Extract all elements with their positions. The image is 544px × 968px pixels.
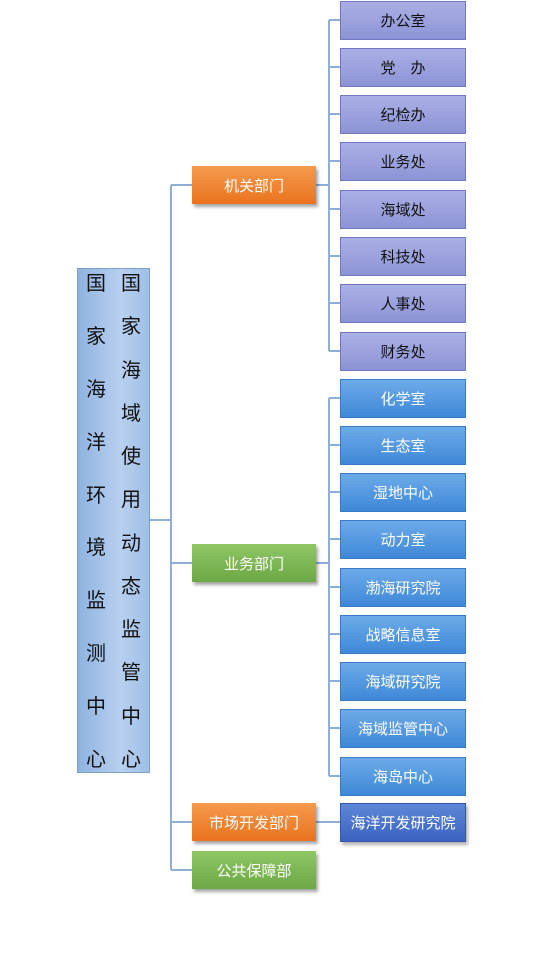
root-left-label: 国家海洋环境监测中心 (78, 273, 114, 769)
root-label-char: 海 (121, 357, 141, 382)
office-node: 纪检办 (340, 95, 466, 134)
dept-yewu: 业务部门 (192, 544, 316, 582)
office-node: 人事处 (340, 284, 466, 323)
root-label-char: 监 (121, 617, 141, 642)
dept-market: 市场开发部门 (192, 803, 316, 841)
office-node: 财务处 (340, 332, 466, 371)
unit-node: 湿地中心 (340, 473, 466, 512)
office-node: 党 办 (340, 48, 466, 87)
unit-node: 战略信息室 (340, 615, 466, 654)
unit-node: 化学室 (340, 379, 466, 418)
office-node: 海域处 (340, 190, 466, 229)
unit-node: 海岛中心 (340, 757, 466, 796)
root-label-char: 国 (121, 271, 141, 295)
root-label-char: 监 (86, 588, 106, 613)
root-label-char: 洋 (86, 429, 106, 454)
root-label-char: 用 (121, 487, 141, 512)
root-label-char: 态 (121, 573, 141, 598)
root-label-char: 心 (121, 746, 141, 771)
root-label-char: 中 (121, 703, 141, 728)
unit-node: 海域研究院 (340, 662, 466, 701)
root-label-char: 国 (86, 271, 106, 295)
root-label-char: 域 (121, 400, 141, 425)
root-label-char: 心 (86, 746, 106, 771)
root-node: 国家海洋环境监测中心 国家海域使用动态监管中心 (77, 268, 150, 773)
dept-public: 公共保障部 (192, 851, 316, 889)
office-node: 科技处 (340, 237, 466, 276)
root-label-char: 中 (86, 694, 106, 718)
unit-node: 动力室 (340, 520, 466, 559)
root-label-char: 家 (121, 314, 141, 339)
market-unit-node: 海洋开发研究院 (340, 803, 466, 842)
root-label-char: 管 (121, 660, 141, 685)
root-label-char: 境 (86, 535, 106, 560)
unit-node: 海域监管中心 (340, 709, 466, 748)
root-right-label: 国家海域使用动态监管中心 (113, 273, 149, 769)
root-label-char: 海 (86, 376, 106, 401)
root-label-char: 测 (86, 641, 106, 666)
root-label-char: 使 (121, 444, 141, 469)
root-label-char: 家 (86, 323, 106, 348)
office-node: 办公室 (340, 1, 466, 40)
root-label-char: 动 (121, 530, 141, 555)
office-node: 业务处 (340, 142, 466, 181)
dept-jiguan: 机关部门 (192, 166, 316, 204)
root-label-char: 环 (86, 482, 106, 507)
unit-node: 渤海研究院 (340, 568, 466, 607)
unit-node: 生态室 (340, 426, 466, 465)
